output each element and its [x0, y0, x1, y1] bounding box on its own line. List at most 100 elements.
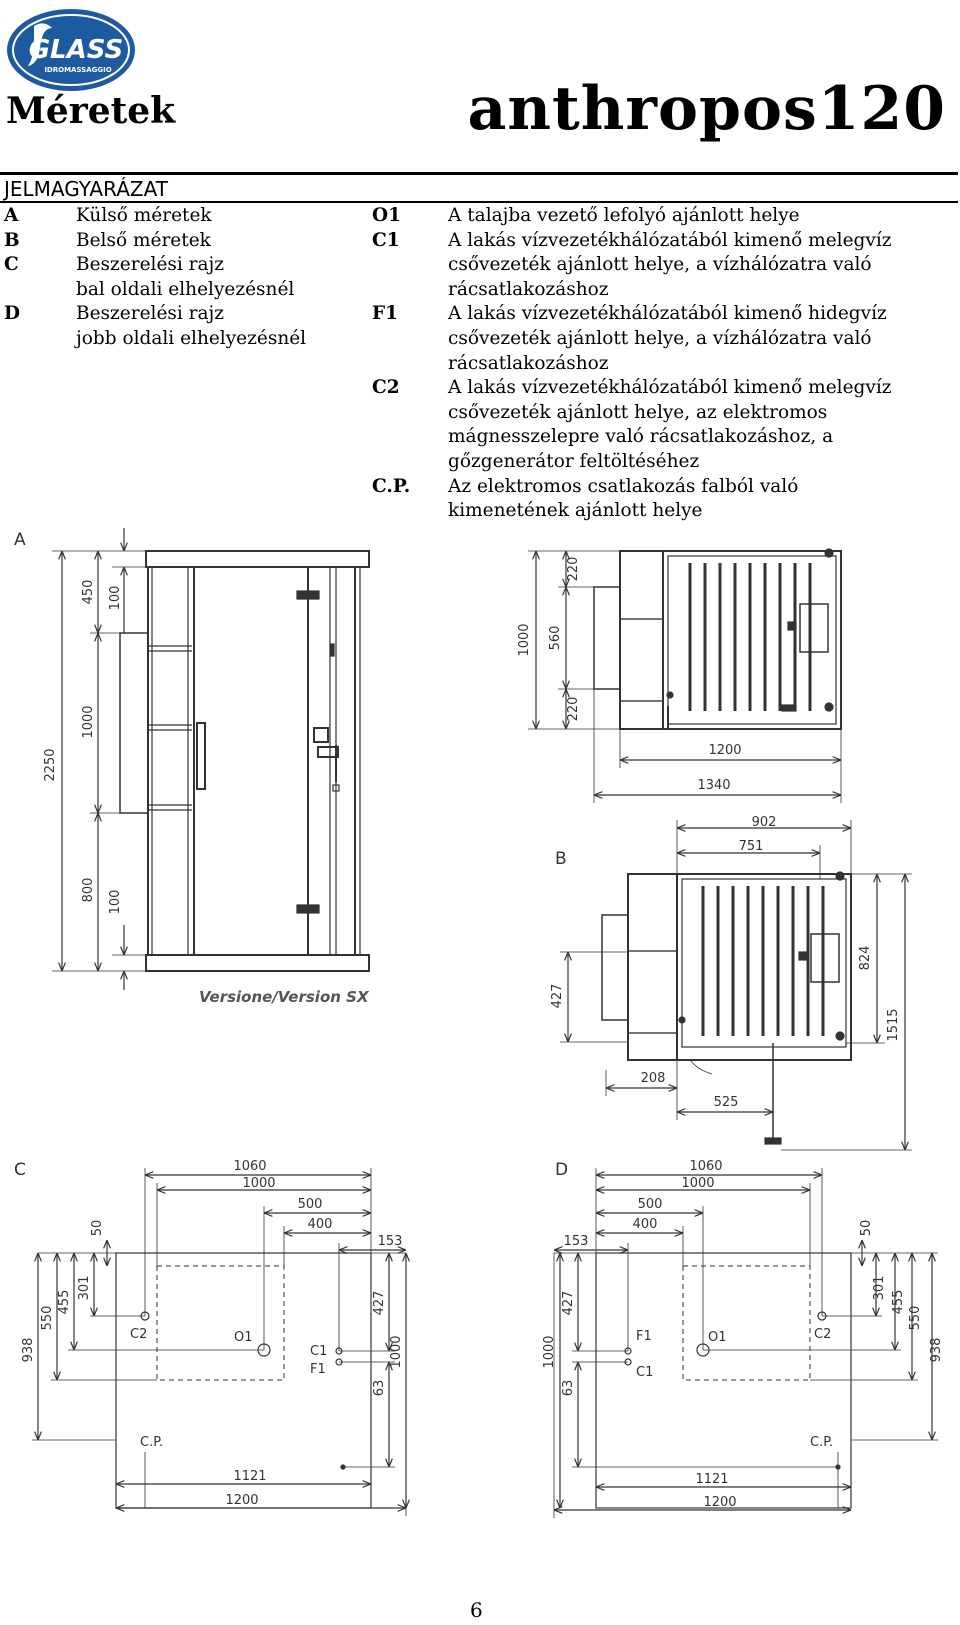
dim-400: 400: [308, 1217, 333, 1232]
dim-1000: 1000: [517, 623, 532, 656]
dim-1060: 1060: [233, 1159, 266, 1174]
label-c2: C2: [814, 1327, 831, 1342]
legend-value: Belső méretek: [76, 229, 211, 251]
dim-1000: 1000: [81, 705, 96, 738]
dim-1000-vertical: 1000: [542, 1335, 557, 1368]
top-view-a-dimensions: 1000 220 560 220 1200 1340: [517, 550, 842, 803]
legend-value: Beszerelési rajz: [76, 254, 225, 276]
installation-plan-right: 1060 1000 500 400 153 50 301 455 550 938…: [542, 1159, 944, 1518]
dim-450: 450: [81, 580, 96, 605]
legend-key: C: [4, 254, 19, 276]
dim-455: 455: [57, 1290, 72, 1315]
dim-1200: 1200: [225, 1493, 258, 1508]
dim-63: 63: [372, 1380, 387, 1397]
dim-1000: 1000: [242, 1176, 275, 1191]
legend-key: O1: [372, 205, 401, 226]
dim-525: 525: [714, 1095, 739, 1110]
legend-key: D: [4, 303, 21, 325]
dim-50: 50: [859, 1220, 874, 1237]
section-label-b: B: [555, 849, 567, 869]
legend-value: csővezeték ajánlott helye, a vízhálózatr…: [448, 254, 872, 276]
dim-500: 500: [638, 1197, 663, 1212]
dim-153: 153: [564, 1234, 589, 1249]
legend-value: rácsatlakozáshoz: [448, 352, 609, 374]
legend-value: A lakás vízvezetékhálózatából kimenő mel…: [448, 377, 892, 399]
divider: [0, 201, 958, 203]
dim-1000: 1000: [681, 1176, 714, 1191]
legend-value: Beszerelési rajz: [76, 303, 225, 325]
svg-text:GLASS: GLASS: [29, 35, 124, 65]
dim-427: 427: [550, 984, 565, 1009]
dim-1121: 1121: [233, 1469, 266, 1484]
legend-key: C1: [372, 229, 400, 251]
dim-560: 560: [548, 626, 563, 651]
legend: A Külső méretek B Belső méretek C Beszer…: [0, 204, 960, 521]
legend-value: csővezeték ajánlott helye, az elektromos: [448, 401, 828, 423]
dim-1340: 1340: [697, 778, 730, 793]
dim-301: 301: [872, 1276, 887, 1301]
dim-301: 301: [77, 1276, 92, 1301]
dim-100-bottom: 100: [108, 890, 123, 915]
dim-1060: 1060: [689, 1159, 722, 1174]
dim-1000-vertical: 1000: [389, 1335, 404, 1368]
divider: [0, 172, 958, 175]
legend-key: C.P.: [372, 475, 411, 497]
legend-value: csővezeték ajánlott helye, a vízhálózatr…: [448, 328, 872, 349]
label-f1: F1: [310, 1362, 326, 1377]
legend-key: A: [4, 205, 19, 226]
legend-key: B: [4, 229, 20, 251]
dim-220-top: 220: [566, 557, 581, 582]
dim-1200: 1200: [703, 1495, 736, 1510]
legend-value: jobb oldali elhelyezésnél: [76, 328, 307, 349]
legend-value: mágnesszelepre való rácsatlakozáshoz, a: [448, 426, 834, 448]
dim-427: 427: [372, 1291, 387, 1316]
dim-208: 208: [641, 1071, 666, 1086]
top-view-a-drawing: [593, 548, 842, 730]
legend-title: JELMAGYARÁZAT: [4, 177, 168, 201]
label-cp: C.P.: [140, 1435, 163, 1450]
svg-text:IDROMASSAGGIO: IDROMASSAGGIO: [44, 66, 111, 74]
dim-1121: 1121: [695, 1472, 728, 1487]
label-c2: C2: [130, 1327, 147, 1342]
label-f1: F1: [636, 1329, 652, 1344]
label-cp: C.P.: [810, 1435, 833, 1450]
section-title: Méretek: [6, 90, 176, 132]
installation-plan-left: 1060 1000 500 400 153 50 301 455 550 938…: [21, 1159, 406, 1516]
dim-427: 427: [561, 1291, 576, 1316]
legend-value: kimenetének ajánlott helye: [448, 500, 703, 522]
dim-800: 800: [81, 878, 96, 903]
dim-550: 550: [908, 1306, 923, 1331]
dim-938: 938: [21, 1338, 36, 1363]
label-o1: O1: [234, 1330, 253, 1345]
dim-220-bottom: 220: [566, 697, 581, 722]
legend-key: F1: [372, 303, 399, 325]
section-label-a: A: [14, 530, 26, 550]
dim-50: 50: [90, 1220, 105, 1237]
version-caption: Versione/Version SX: [199, 988, 370, 1006]
legend-value: rácsatlakozáshoz: [448, 278, 609, 300]
product-title: anthropos120: [467, 74, 946, 144]
dim-2250: 2250: [43, 748, 58, 781]
legend-value: A lakás vízvezetékhálózatából kimenő hid…: [448, 303, 887, 325]
dim-902: 902: [752, 815, 777, 830]
dim-100-top: 100: [108, 586, 123, 611]
dim-63: 63: [561, 1380, 576, 1397]
dim-1515: 1515: [886, 1008, 901, 1041]
dim-153: 153: [378, 1234, 403, 1249]
top-view-b-drawing: [601, 871, 852, 1145]
legend-value: gőzgenerátor feltöltéséhez: [448, 451, 700, 472]
dim-550: 550: [40, 1306, 55, 1331]
legend-value: Külső méretek: [76, 205, 212, 226]
legend-value: bal oldali elhelyezésnél: [76, 278, 295, 300]
label-c1: C1: [636, 1365, 653, 1380]
glass-logo: GLASS IDROMASSAGGIO: [7, 9, 135, 91]
legend-key: C2: [372, 377, 400, 399]
front-elevation-drawing: [119, 550, 370, 972]
front-elevation-dimensions: 2250 450 100 1000 800 100: [43, 528, 146, 990]
dim-751: 751: [739, 839, 764, 854]
top-view-b-dimensions: 902 751 824 1515 427 208 525: [550, 815, 912, 1151]
dim-938: 938: [929, 1338, 944, 1363]
legend-value: A lakás vízvezetékhálózatából kimenő mel…: [448, 229, 892, 251]
legend-value: Az elektromos csatlakozás falból való: [448, 475, 799, 497]
technical-drawings: A B C D: [14, 528, 944, 1518]
